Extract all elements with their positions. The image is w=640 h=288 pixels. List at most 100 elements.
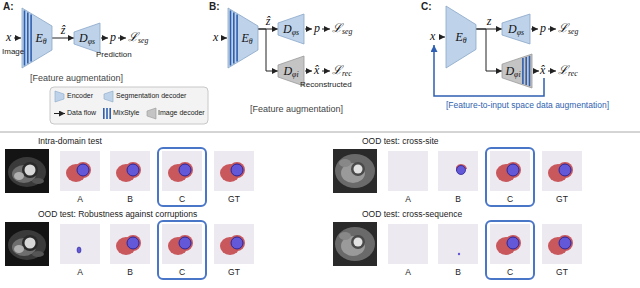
flow-arrow	[305, 29, 312, 30]
legend-box	[50, 87, 208, 124]
flow-arrow	[531, 29, 538, 30]
segmentation-map	[438, 151, 478, 191]
text-label: GT	[228, 194, 240, 204]
mri-image	[5, 149, 49, 193]
mixstyle-stripe	[529, 56, 531, 86]
math-symbol: x	[213, 30, 218, 44]
mixstyle-stripe	[30, 14, 32, 61]
flow-arrow	[322, 71, 330, 72]
text-label: Prediction	[96, 50, 132, 60]
mixstyle-stripe	[233, 12, 235, 63]
text-label: OOD test: Robustness against corruptions	[38, 209, 197, 219]
segmentation-map	[388, 224, 428, 264]
segmentation-map	[60, 151, 100, 191]
segmentation-map	[162, 151, 202, 191]
segmentation-map	[214, 151, 254, 191]
math-symbol: ℒseg	[128, 30, 148, 44]
text-label: B:	[209, 1, 220, 13]
segmentation-decoder-trapezoid: Dφs	[278, 14, 304, 44]
legend-text: MixStyle	[113, 109, 139, 117]
text-label: B	[455, 194, 461, 204]
text-label: A:	[3, 1, 14, 13]
text-label: A	[77, 267, 83, 277]
text-label: A	[77, 194, 83, 204]
text-label: B	[455, 267, 461, 277]
mixstyle-stripe	[27, 12, 29, 63]
shape-fill	[502, 14, 530, 44]
flow-arrow	[548, 29, 556, 30]
edge-label: z	[487, 14, 492, 28]
math-symbol: x	[6, 30, 11, 44]
flow-arrow	[221, 38, 227, 39]
shape-fill	[22, 8, 52, 68]
math-symbol: p	[110, 30, 116, 44]
text-label: OOD test: cross-site	[362, 136, 439, 146]
text-label: Intra-domain test	[38, 136, 102, 146]
segmentation-map	[214, 224, 254, 264]
text-label: B	[127, 267, 133, 277]
module-symbol: Dφi	[505, 64, 520, 78]
shape-fill	[446, 6, 476, 68]
image-decoder-icon	[147, 108, 156, 119]
module-symbol: Eθ	[35, 31, 46, 45]
math-symbol: x̂	[540, 63, 545, 77]
method-label: C	[179, 267, 185, 277]
mixstyle-icon	[103, 108, 105, 119]
segmentation-map	[110, 151, 150, 191]
legend-text: Image decoder	[158, 109, 205, 117]
math-symbol: ℒseg	[558, 21, 578, 35]
module-symbol: Dφs	[283, 22, 299, 36]
highlight-box: C	[485, 220, 535, 280]
method-label: C	[179, 194, 185, 204]
math-symbol: ℒrec	[558, 63, 578, 77]
segmentation-map	[162, 224, 202, 264]
encoder-trapezoid: Eθ	[22, 8, 52, 68]
segmentation-decoder-trapezoid: Dφs	[74, 23, 100, 53]
legend-text: Data flow	[67, 109, 96, 117]
segmentation-map	[110, 224, 150, 264]
module-symbol: Eθ	[241, 31, 252, 45]
mixstyle-stripe	[230, 11, 232, 66]
segmentation-map	[438, 224, 478, 264]
segmentation-map	[490, 151, 530, 191]
math-symbol: p	[540, 21, 546, 35]
math-symbol: x	[430, 29, 435, 43]
segmentation-map	[60, 224, 100, 264]
mri-image	[333, 222, 377, 266]
mixstyle-icon	[109, 108, 111, 119]
data-flow-icon	[54, 113, 65, 114]
encoder-trapezoid: Eθ	[446, 6, 476, 68]
module-symbol: Dφi	[283, 64, 298, 78]
text-label: [Feature-to-input space data augmentatio…	[446, 100, 609, 110]
flow-arrow	[548, 71, 556, 72]
text-label: A	[405, 194, 411, 204]
flow-arrow	[14, 38, 21, 39]
text-label: C:	[421, 1, 432, 13]
text-label: OOD test: cross-sequence	[362, 209, 462, 219]
legend-text: Segmentation decoder	[116, 92, 186, 100]
segmentation-map	[490, 224, 530, 264]
highlight-box: C	[157, 147, 207, 207]
shape-fill	[74, 23, 100, 53]
mri-image	[333, 149, 377, 193]
segmentation-map	[542, 151, 582, 191]
text-label: Reconstructed	[300, 80, 352, 90]
text-label: B	[127, 194, 133, 204]
segmentation-map	[542, 224, 582, 264]
connector-arrow	[52, 38, 74, 39]
mixstyle-icon	[106, 108, 108, 119]
text-label: GT	[228, 267, 240, 277]
module-symbol: Dφs	[79, 31, 95, 45]
flow-arrow	[118, 38, 126, 39]
shape-fill	[278, 14, 304, 44]
flow-arrow	[305, 71, 312, 72]
text-label: A	[405, 267, 411, 277]
highlight-box: C	[485, 147, 535, 207]
text-label: GT	[556, 194, 568, 204]
connector-arrow	[476, 29, 502, 71]
mixstyle-stripe	[24, 11, 26, 66]
text-label: [Feature augmentation]	[30, 73, 123, 84]
text-label: GT	[556, 267, 568, 277]
shape-fill	[502, 54, 532, 88]
text-label: Image	[2, 47, 24, 57]
